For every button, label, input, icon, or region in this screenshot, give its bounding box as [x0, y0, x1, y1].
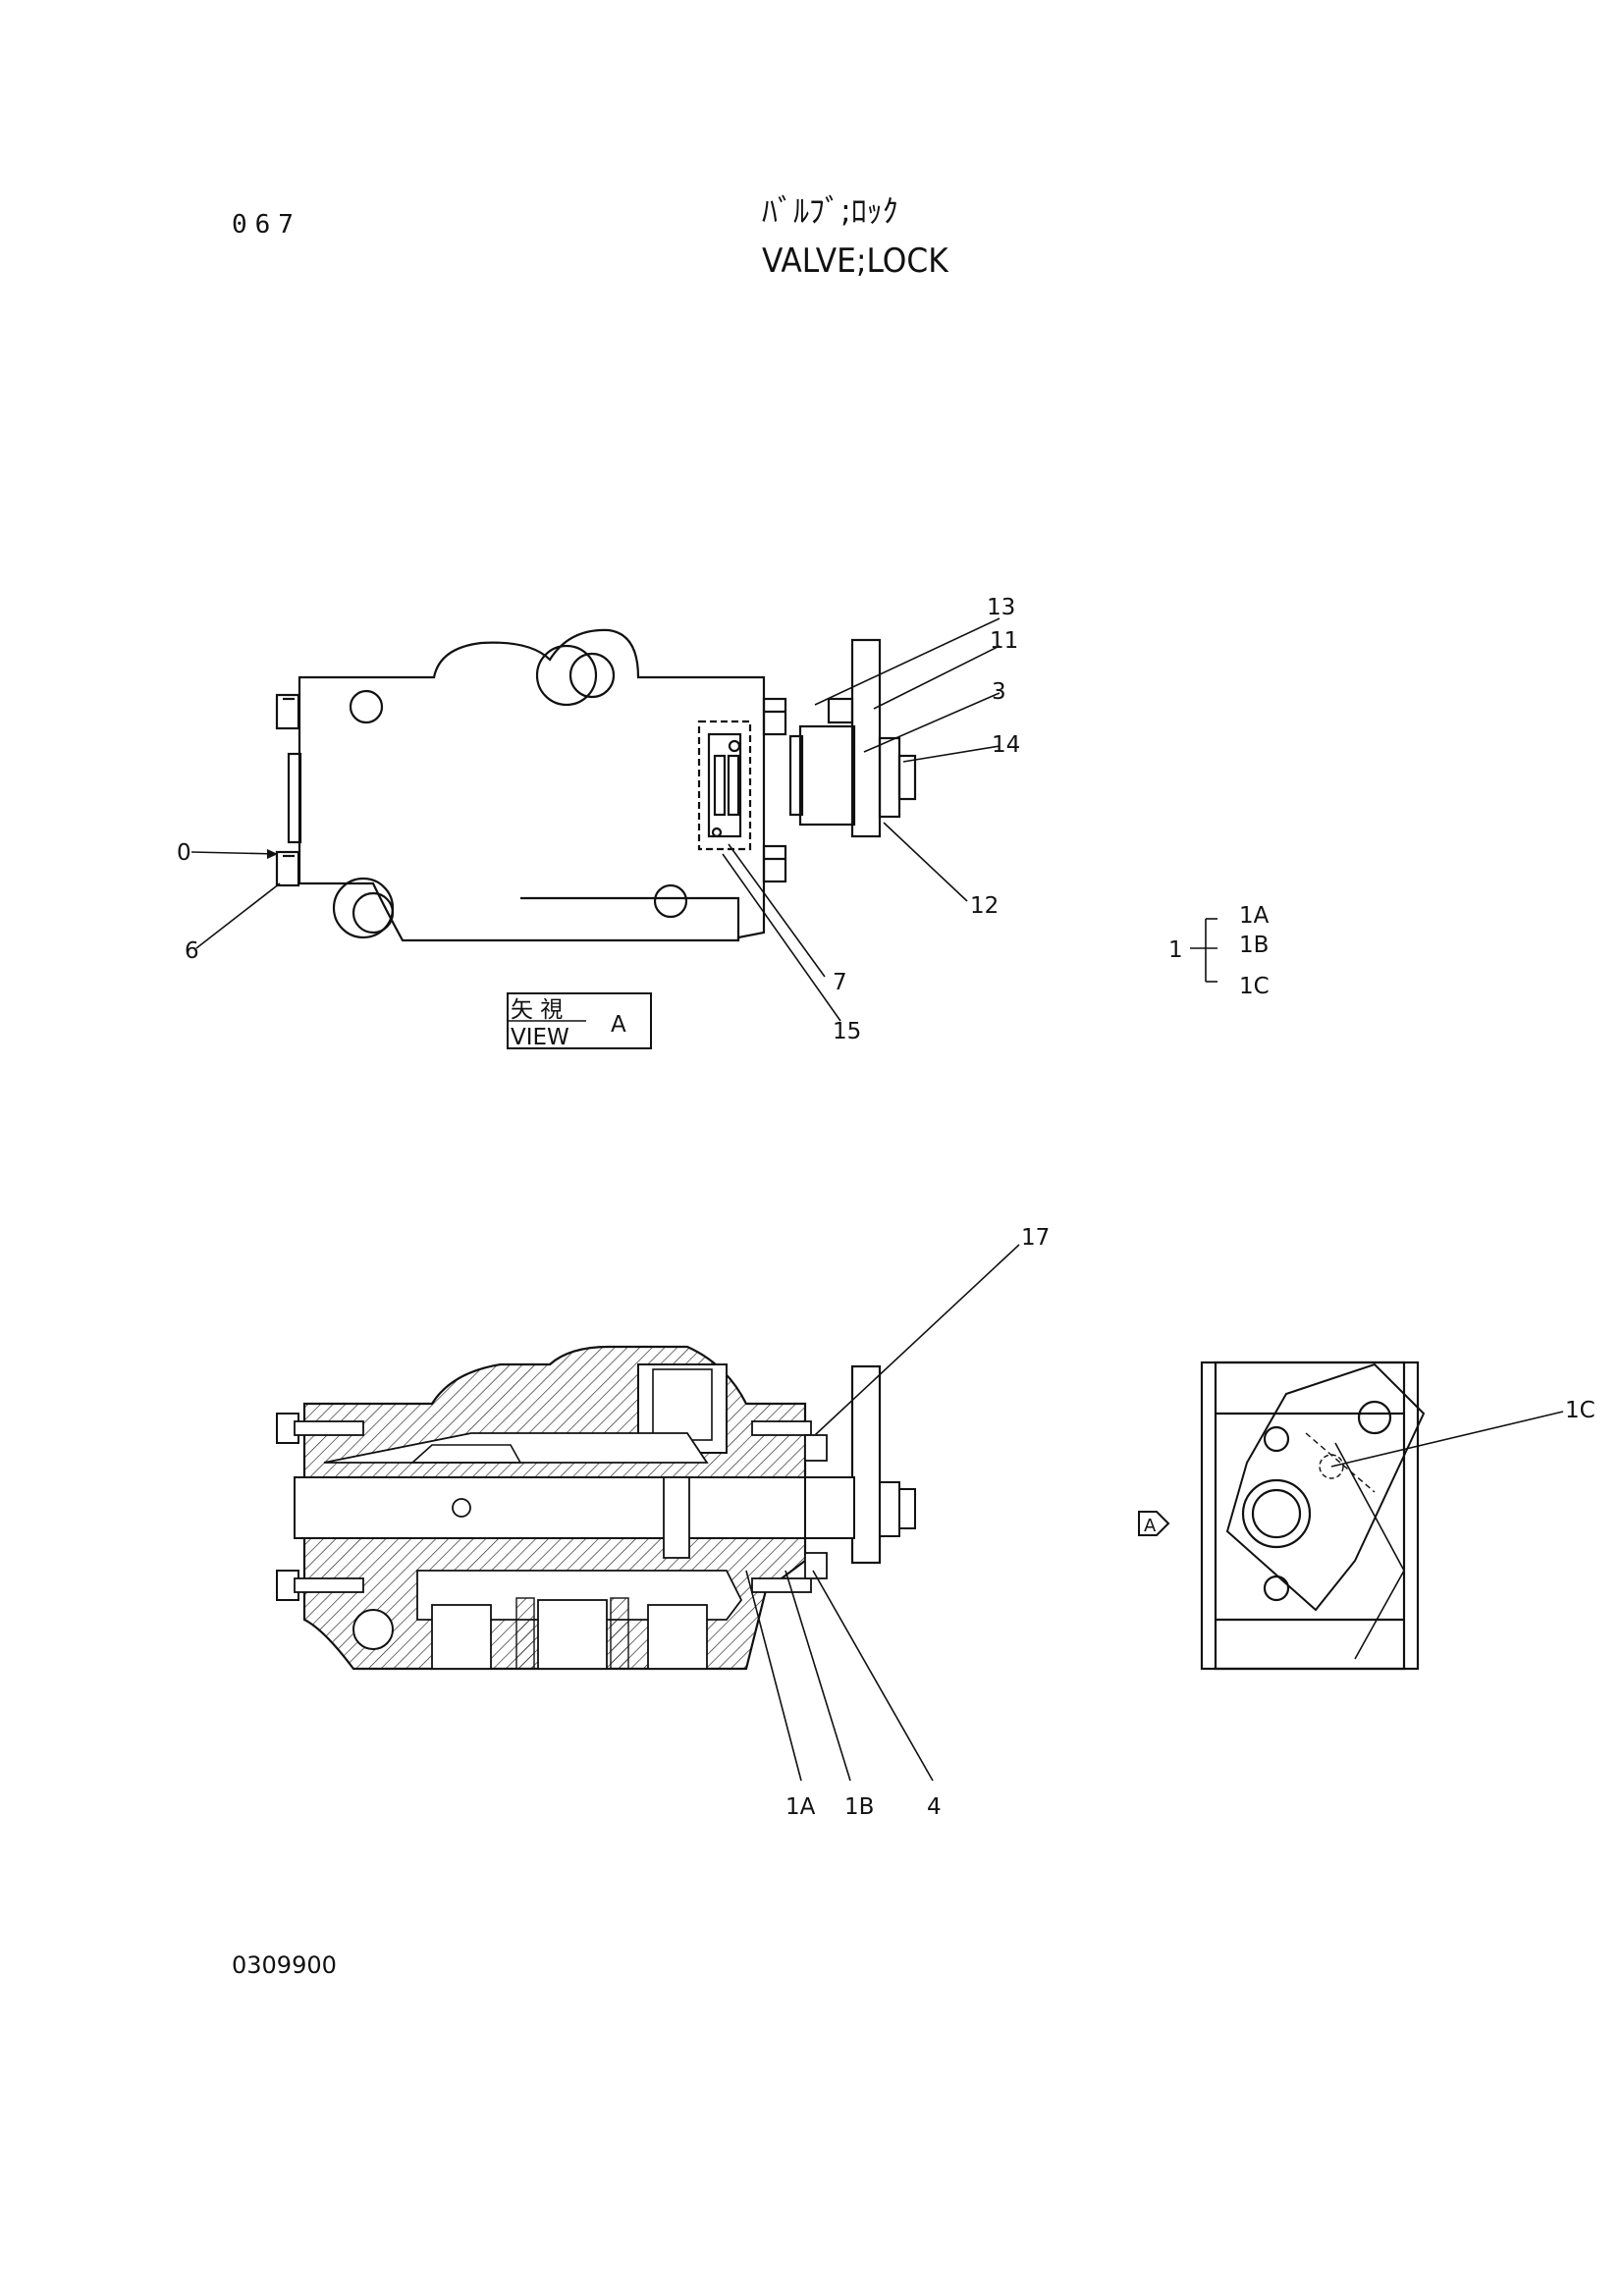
end-view-arrow: A — [1138, 1511, 1170, 1536]
callout-3: 3 — [992, 679, 1006, 705]
title-japanese: ﾊﾞﾙﾌﾞ;ﾛｯｸ — [762, 192, 898, 230]
callout-0: 0 — [177, 840, 191, 866]
end-view-leader — [1330, 1411, 1564, 1468]
caption-jp: 矢 視 — [511, 997, 563, 1023]
section-view-drawing — [276, 1345, 916, 1671]
callout-15: 15 — [833, 1019, 861, 1044]
page-number: 067 — [232, 210, 301, 240]
view-a-leaders — [190, 617, 1001, 1022]
end-view-drawing — [1200, 1361, 1426, 1671]
drawing-number: 0309900 — [232, 1951, 337, 1979]
view-a-callouts: 13 11 3 14 12 0 6 7 15 — [177, 595, 1020, 1044]
view-a-drawing — [275, 628, 917, 942]
caption-en: VIEW — [511, 1025, 569, 1050]
callout-4: 4 — [927, 1794, 942, 1820]
callout-7: 7 — [833, 970, 847, 995]
view-a-caption: 矢 視 VIEW A — [507, 992, 652, 1050]
callout-14: 14 — [992, 732, 1020, 758]
section-callouts: 17 1A 1B 4 — [785, 1225, 1050, 1820]
callout-11: 11 — [990, 628, 1018, 654]
callout-12: 12 — [970, 893, 999, 919]
tree-1c: 1C — [1239, 974, 1270, 999]
callout-17: 17 — [1021, 1225, 1050, 1251]
callout-1b: 1B — [844, 1794, 874, 1820]
callout-1c: 1C — [1565, 1398, 1596, 1423]
callout-1a: 1A — [785, 1794, 816, 1820]
caption-letter: A — [611, 1012, 626, 1038]
section-leaders — [745, 1244, 1020, 1782]
callout-0-arrowhead — [267, 849, 278, 859]
tree-root: 1 — [1168, 937, 1183, 963]
end-view-arrow-label: A — [1144, 1516, 1157, 1536]
title-english: VALVE;LOCK — [762, 241, 948, 281]
parts-tree: 1 1A 1B 1C — [1168, 903, 1270, 999]
tree-1b: 1B — [1239, 933, 1269, 958]
tree-1a: 1A — [1239, 903, 1270, 929]
callout-6: 6 — [185, 938, 199, 964]
callout-13: 13 — [987, 595, 1015, 620]
